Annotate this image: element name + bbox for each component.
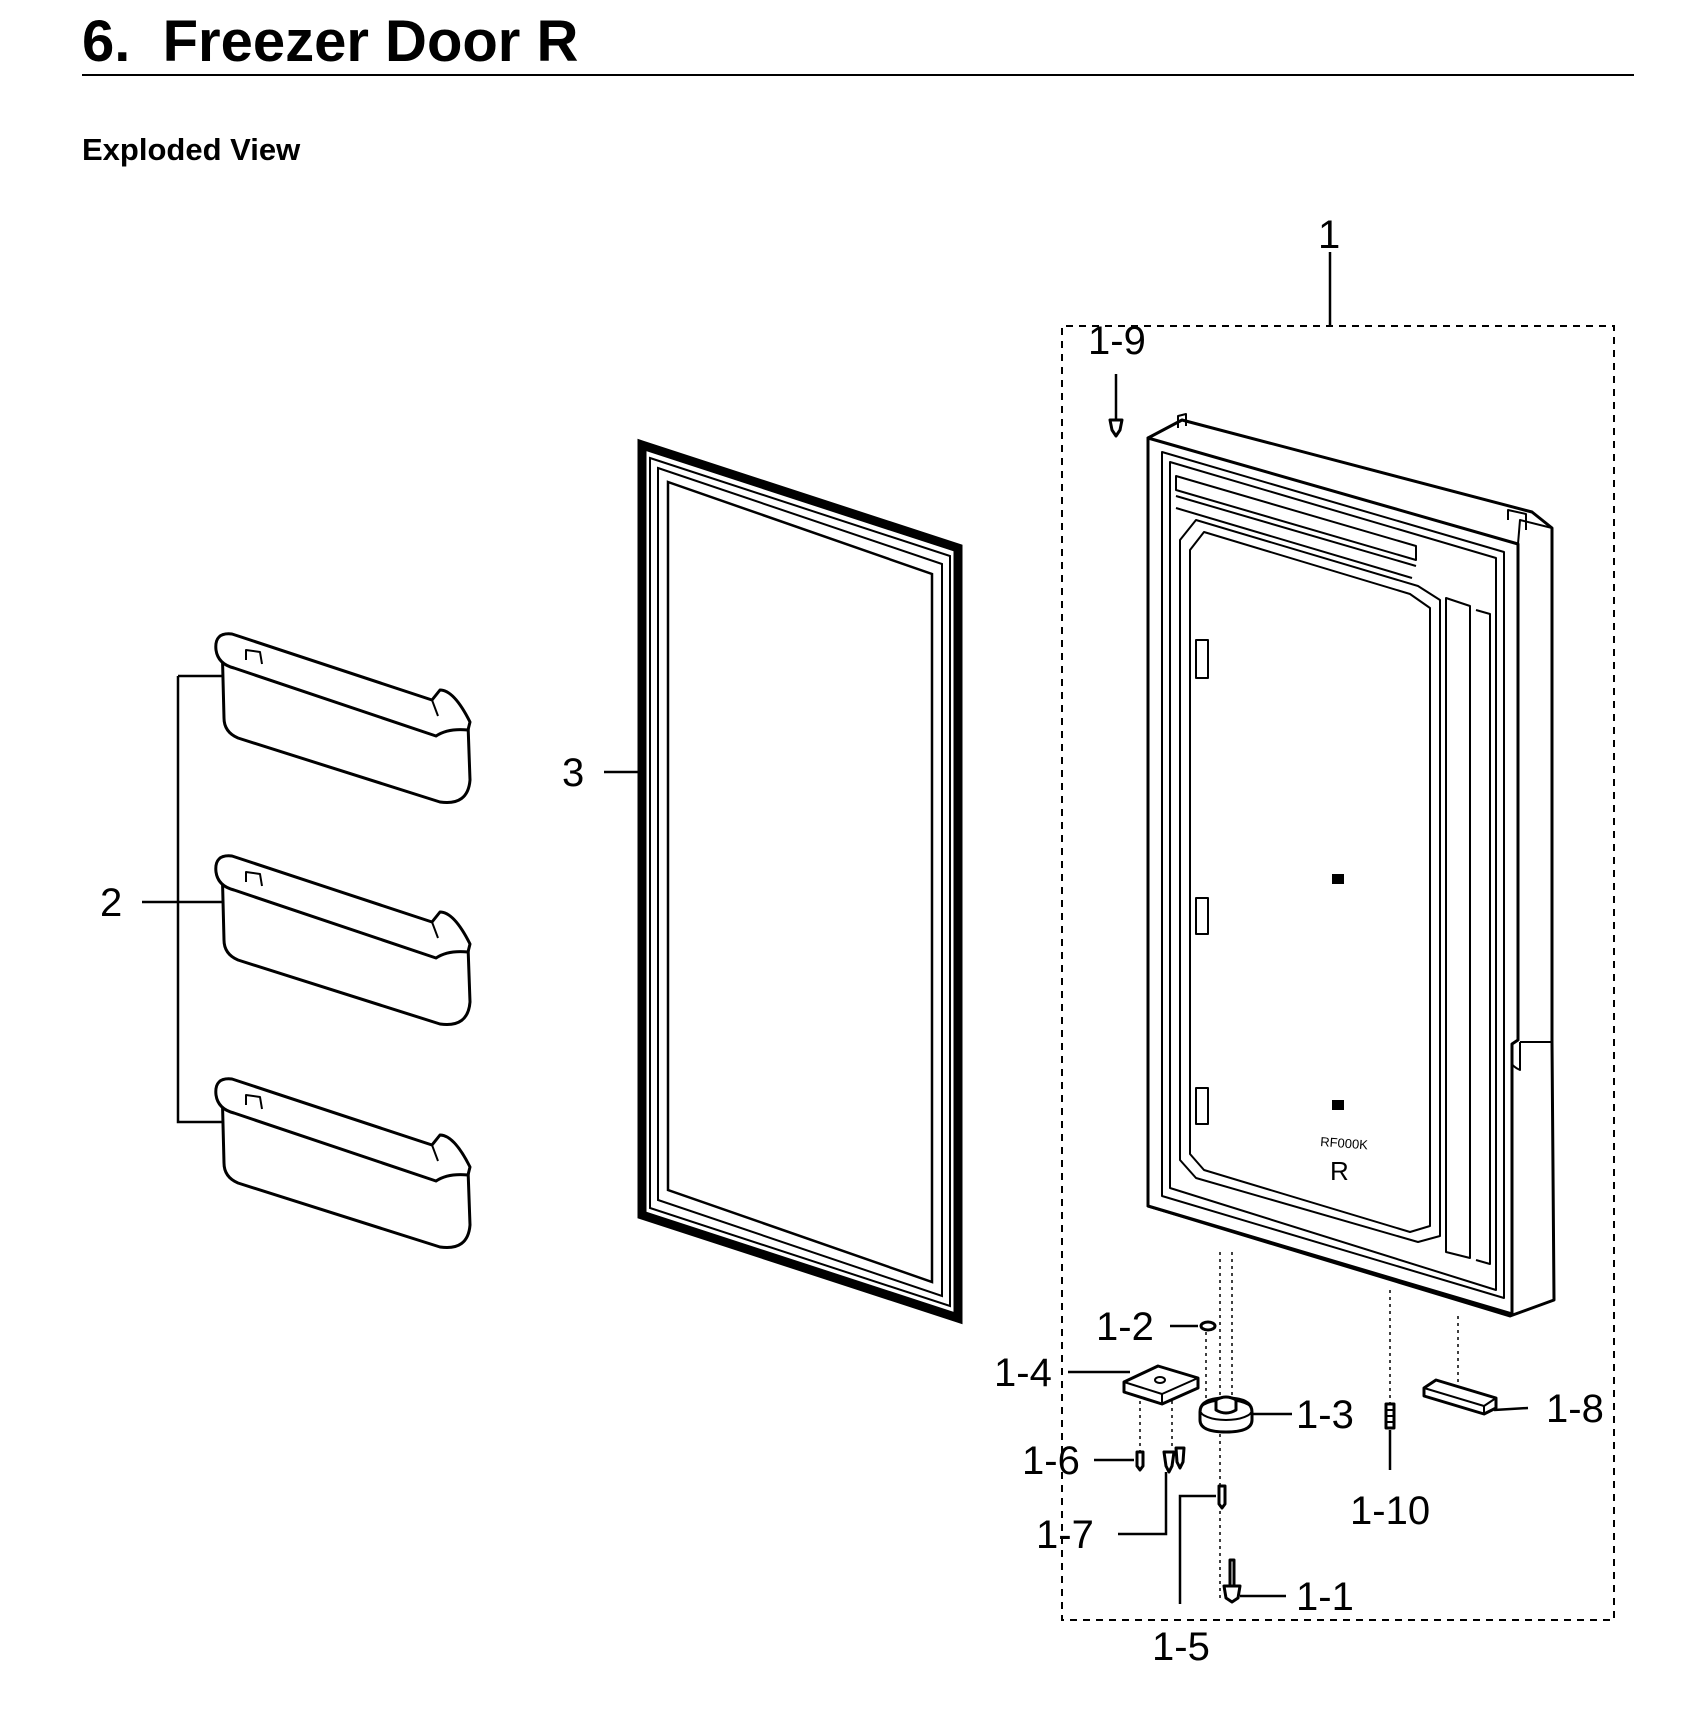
callout-1: 1 bbox=[1318, 213, 1340, 257]
callout-1-8: 1-8 bbox=[1546, 1387, 1604, 1431]
title-rule bbox=[82, 74, 1634, 76]
door-bin-middle bbox=[214, 854, 472, 1027]
callout-1-2: 1-2 bbox=[1096, 1305, 1154, 1349]
callout-3: 3 bbox=[562, 751, 584, 795]
door-bin-bottom bbox=[214, 1077, 472, 1250]
callout-1-7: 1-7 bbox=[1036, 1513, 1094, 1557]
callout-1-9: 1-9 bbox=[1088, 319, 1146, 363]
door-gasket bbox=[637, 438, 963, 1325]
bracket-axis-line bbox=[1139, 1380, 1173, 1452]
door-side-letter: R bbox=[1330, 1156, 1349, 1186]
freezer-door: RF000K R bbox=[1146, 413, 1556, 1318]
door-bin-top bbox=[214, 632, 472, 805]
part-1-9-screw bbox=[1108, 374, 1124, 438]
callout-1-4: 1-4 bbox=[994, 1351, 1052, 1395]
part-1-6-screw bbox=[1135, 1450, 1145, 1472]
part-1-8-cover bbox=[1422, 1378, 1498, 1416]
part-1-7-screws bbox=[1162, 1446, 1186, 1474]
part-1-4-hinge-bracket bbox=[1122, 1364, 1200, 1406]
door-model-text: RF000K bbox=[1320, 1134, 1369, 1152]
callout-2: 2 bbox=[100, 881, 122, 925]
callout-1-3: 1-3 bbox=[1296, 1393, 1354, 1437]
callout-1-1: 1-1 bbox=[1296, 1575, 1354, 1619]
part-1-10-spacer bbox=[1384, 1402, 1396, 1430]
callout-1-5: 1-5 bbox=[1152, 1625, 1210, 1669]
part-1-1-hinge-screw bbox=[1222, 1558, 1242, 1604]
part-1-3-hinge-bushing bbox=[1198, 1395, 1254, 1434]
section-subtitle: Exploded View bbox=[82, 132, 301, 167]
page-title: 6. Freezer Door R bbox=[82, 9, 579, 74]
assembly-boundary bbox=[1061, 325, 1615, 1621]
part-1-5-pin bbox=[1217, 1484, 1227, 1510]
leader-2 bbox=[142, 674, 222, 1124]
part-1-2-washer bbox=[1199, 1320, 1217, 1332]
callout-1-6: 1-6 bbox=[1022, 1439, 1080, 1483]
callout-1-10: 1-10 bbox=[1350, 1489, 1430, 1533]
